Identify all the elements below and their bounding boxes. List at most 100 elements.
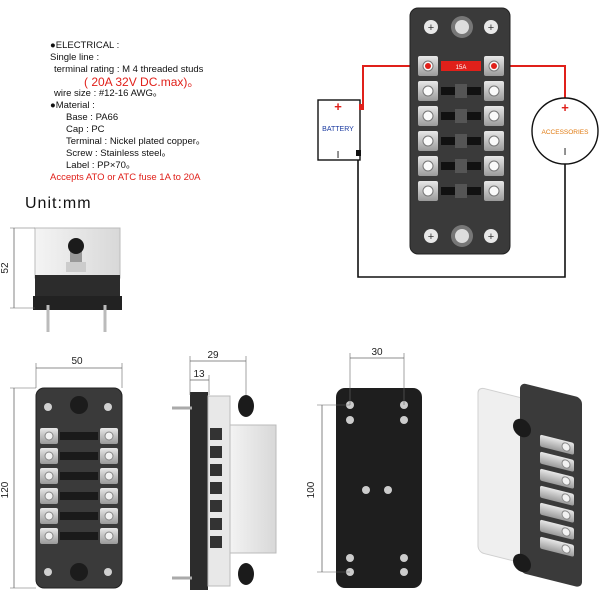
front-fuse-slot — [60, 472, 98, 480]
positive-wire-accessory — [494, 65, 566, 103]
front-fuse-slot — [60, 512, 98, 520]
side-bottom-knob — [238, 563, 254, 585]
iso-terminal-screw — [561, 544, 571, 554]
svg-text:+: + — [428, 22, 434, 34]
front-fuse-slot — [60, 452, 98, 460]
iso-terminal-screw — [561, 459, 571, 469]
top-screws: + + — [424, 16, 498, 38]
side-terminal-block — [210, 482, 222, 494]
dim-width-label: 50 — [71, 356, 83, 367]
iso-terminal-screw — [561, 442, 571, 452]
front-bottom-screw — [70, 563, 88, 581]
dim-height-label: 52 — [0, 262, 11, 274]
accessories-label: ACCESSORIES — [542, 129, 590, 136]
side-view-base-lip — [33, 296, 122, 310]
front-fuse-slot — [60, 432, 98, 440]
front-right-screw — [104, 431, 114, 441]
spec-electrical: ●ELECTRICAL : — [50, 40, 120, 51]
side-terminal-block — [210, 464, 222, 476]
iso-bottom-knob — [513, 553, 531, 573]
back-hole-bl1 — [346, 554, 354, 562]
front-top-screw — [70, 396, 88, 414]
accessories — [531, 97, 599, 165]
battery-label: BATTERY — [322, 126, 354, 133]
negative-wire — [357, 152, 566, 278]
bottom-screws: + + — [424, 225, 498, 247]
dim-back-length-label: 100 — [306, 481, 317, 498]
front-top-left-dot — [44, 403, 52, 411]
battery-positive-terminal — [359, 104, 364, 110]
iso-terminal-screw — [561, 476, 571, 486]
spec-terminal-rating: terminal rating : M 4 threaded studs — [54, 64, 204, 75]
front-right-screw — [104, 531, 114, 541]
dim-depth-label: 29 — [207, 350, 219, 361]
battery-plus: + — [334, 99, 342, 114]
fuse-clip — [455, 159, 467, 173]
svg-text:+: + — [488, 231, 494, 243]
dim-back-width-label: 30 — [371, 347, 383, 358]
side-view-depth: 29 13 — [172, 350, 277, 590]
iso-terminal-rows — [540, 434, 574, 557]
side-top-knob — [238, 395, 254, 417]
spec-fuse-note: Accepts ATO or ATC fuse 1A to 20A — [50, 172, 201, 183]
front-bottom-left-dot — [44, 568, 52, 576]
positive-terminal-dot-right — [491, 63, 497, 69]
back-hole-br2 — [400, 568, 408, 576]
positive-wire-battery — [362, 65, 428, 107]
iso-terminal-screw — [561, 510, 571, 520]
side-terminal-block — [210, 518, 222, 530]
front-left-screw — [44, 451, 54, 461]
battery-negative-terminal — [356, 150, 361, 156]
front-top-right-dot — [104, 403, 112, 411]
fuse-clip — [455, 134, 467, 148]
side-view-height: 52 — [0, 227, 122, 332]
right-terminal-screw — [488, 85, 500, 97]
spec-wire-size: wire size : #12-16 AWG。 — [54, 88, 163, 99]
front-right-screw — [104, 511, 114, 521]
front-view: 50 120 — [0, 356, 123, 589]
fuse-clip — [455, 109, 467, 123]
svg-text:+: + — [488, 22, 494, 34]
right-terminal-screw — [488, 185, 500, 197]
unit-label: Unit:mm — [25, 195, 92, 212]
fuse-rows — [418, 56, 504, 201]
front-right-screw — [104, 451, 114, 461]
front-fuse-slot — [60, 532, 98, 540]
fuse-clip — [455, 184, 467, 198]
iso-top-knob — [513, 418, 531, 438]
back-view: 30 100 — [306, 347, 422, 588]
left-terminal-screw — [422, 160, 434, 172]
svg-text:+: + — [428, 231, 434, 243]
dim-inner-label: 13 — [193, 369, 205, 380]
battery-minus: I — [337, 150, 340, 161]
accessories-minus: I — [564, 147, 567, 158]
highlighted-fuse — [441, 61, 481, 71]
spec-cap: Cap : PC — [66, 124, 105, 135]
spec-rating-value: ( 20A 32V DC.max)。 — [84, 75, 200, 89]
back-view-body — [336, 388, 422, 588]
front-left-screw — [44, 431, 54, 441]
positive-terminal-dot-left — [425, 63, 431, 69]
left-terminal-screw — [422, 110, 434, 122]
side-depth-base — [190, 392, 208, 590]
side-view-base — [35, 275, 120, 300]
dim-length-label: 120 — [0, 481, 11, 498]
front-fuse-rows — [40, 428, 118, 544]
side-terminal-block — [210, 446, 222, 458]
front-left-screw — [44, 531, 54, 541]
battery — [317, 99, 361, 161]
back-hole-tl2 — [346, 416, 354, 424]
front-fuse-slot — [60, 492, 98, 500]
iso-terminal-screw — [561, 527, 571, 537]
spec-label: Label : PP×70。 — [66, 160, 136, 171]
front-bottom-right-dot — [104, 568, 112, 576]
front-right-screw — [104, 471, 114, 481]
right-terminal-screw — [488, 110, 500, 122]
spec-base: Base : PA66 — [66, 112, 119, 123]
spec-material: ●Material : — [50, 100, 95, 111]
back-hole-center-right — [384, 486, 392, 494]
fuse-clip — [455, 84, 467, 98]
side-view-nut — [66, 262, 86, 272]
side-terminal-block — [210, 428, 222, 440]
